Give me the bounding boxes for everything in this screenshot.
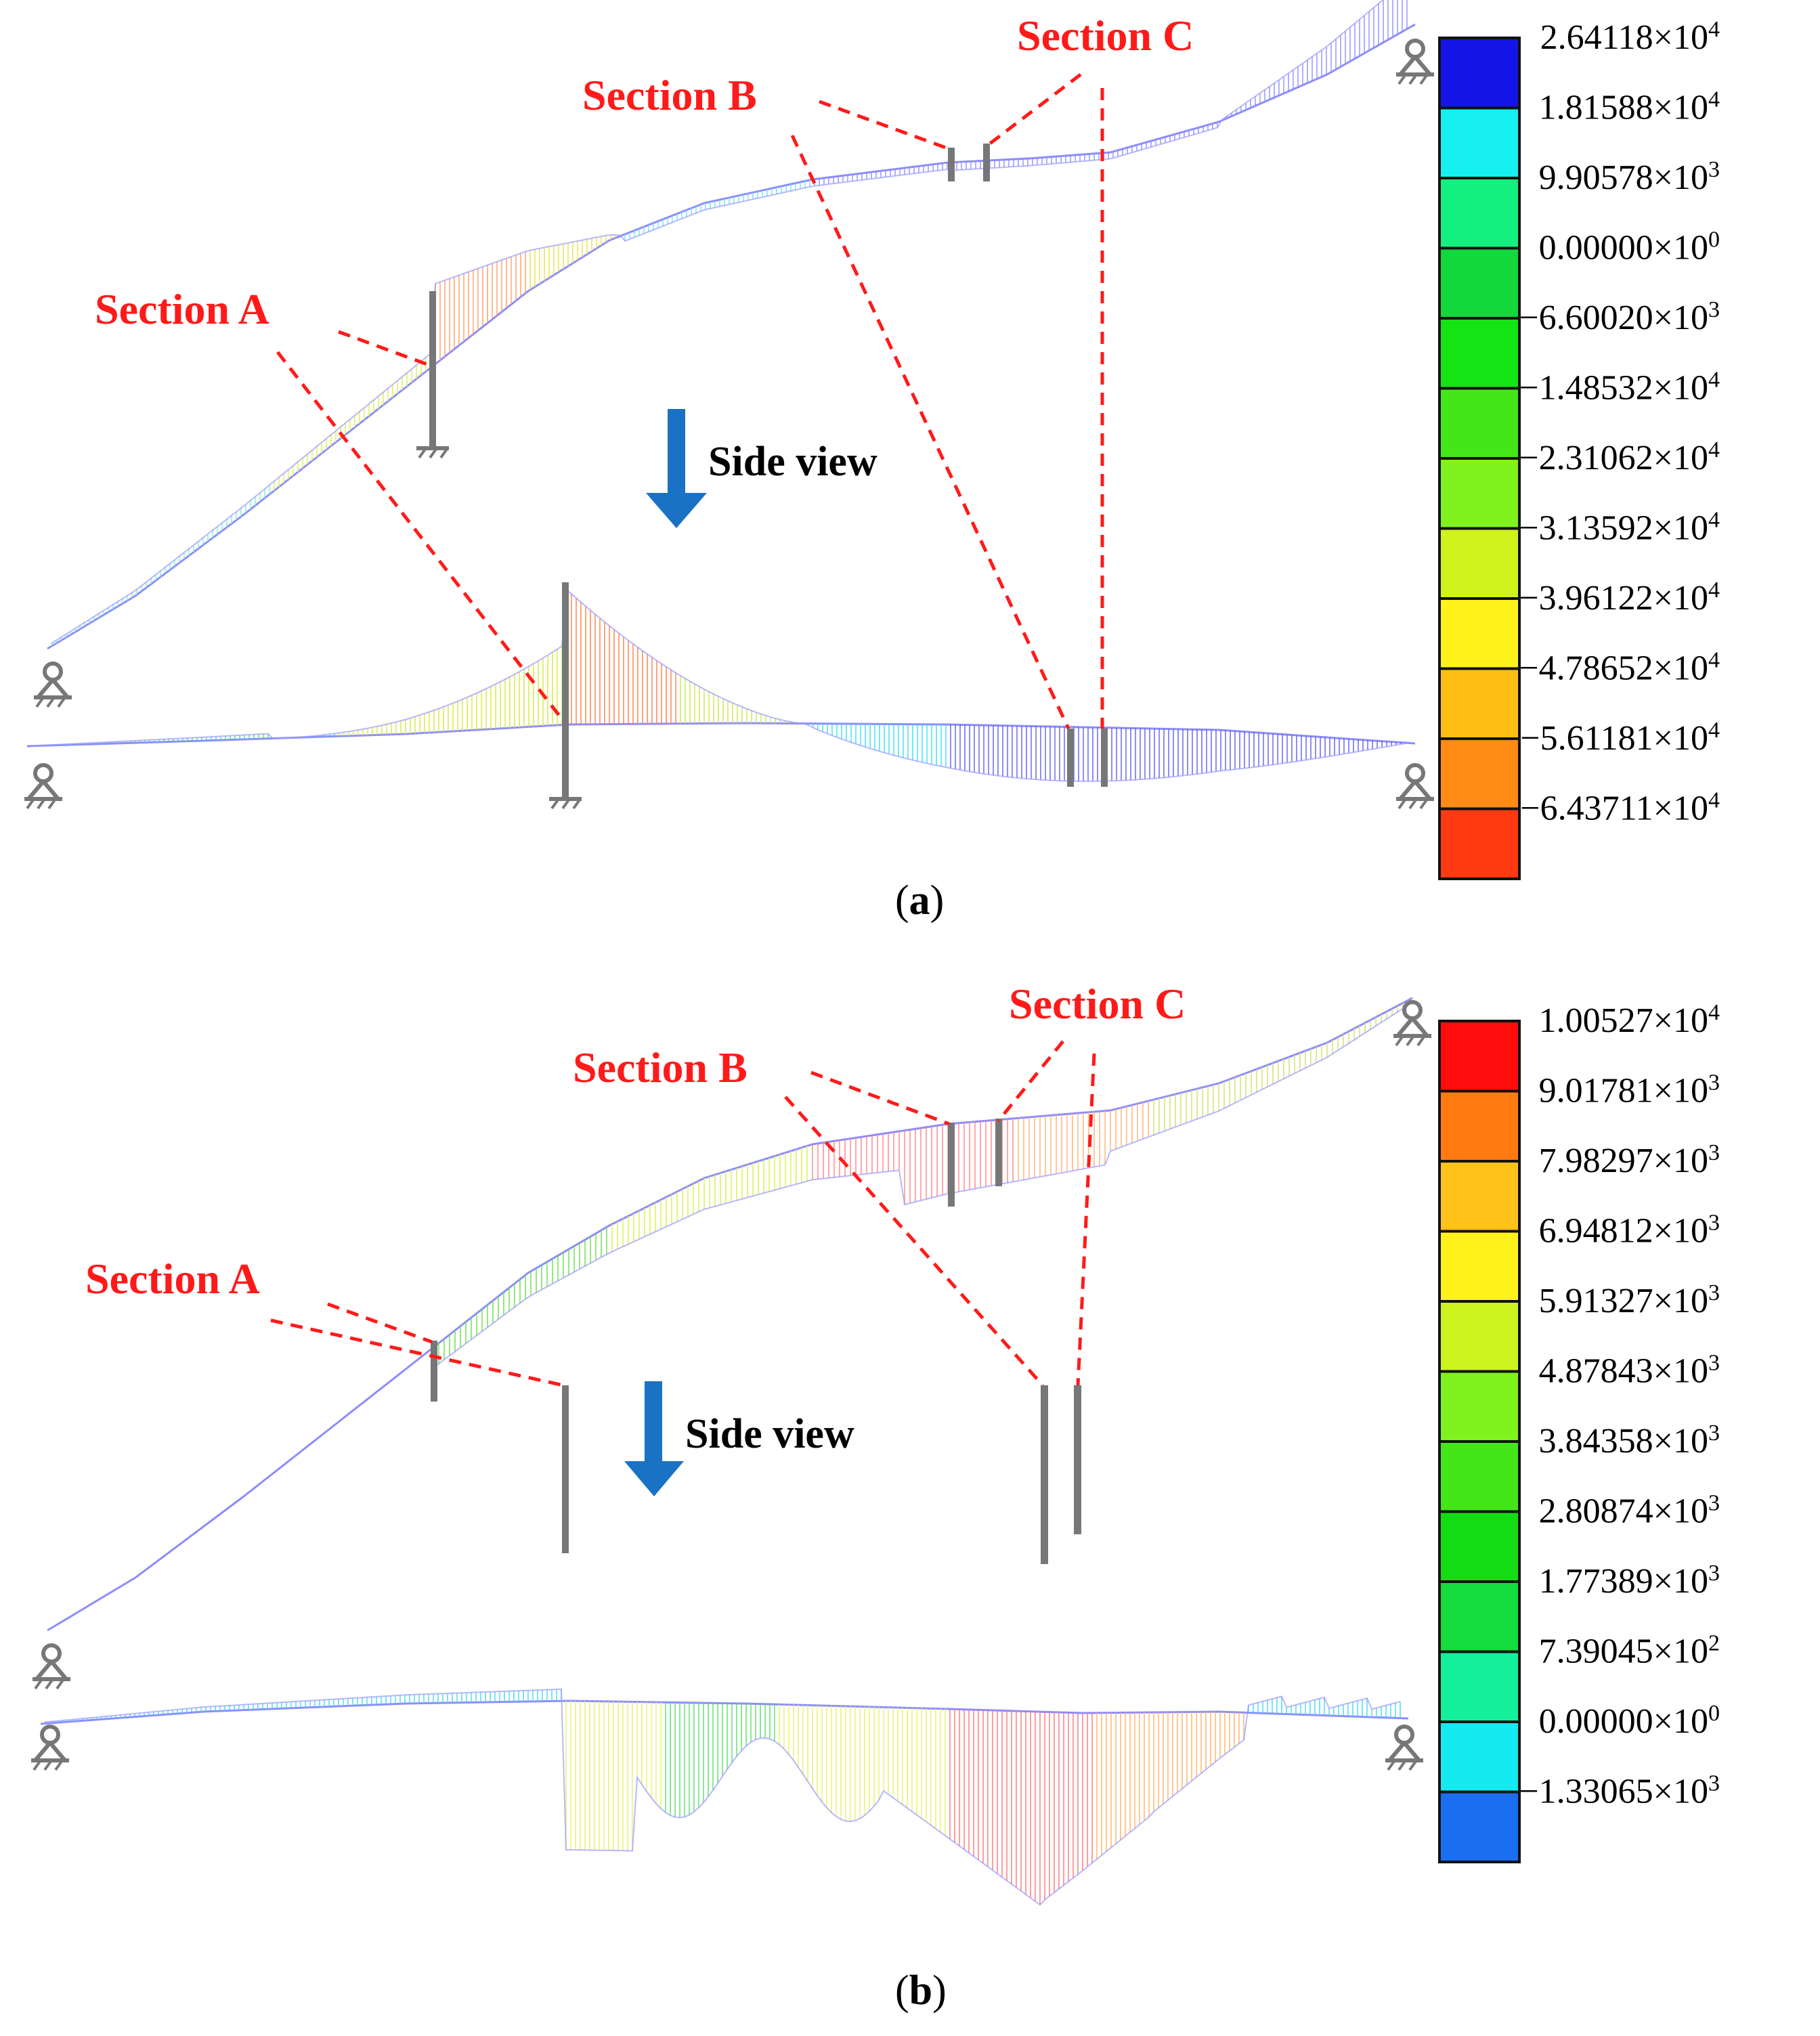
pin-support-icon: [1396, 41, 1434, 84]
label-section-b: Section B: [573, 1043, 748, 1091]
section-marker: [948, 1123, 955, 1207]
force-hatching: [433, 999, 1409, 1368]
pin-support-icon: [32, 1645, 70, 1689]
legend-swatch: [1438, 1720, 1521, 1794]
legend-label: 0.00000×100: [1539, 1701, 1720, 1741]
down-arrow-icon: [646, 409, 707, 528]
legend-swatch: [1438, 1020, 1521, 1093]
leader-lines: [276, 73, 1104, 730]
label-section-a: Section A: [95, 285, 269, 333]
fixed-support-icon: [549, 799, 582, 808]
fixed-support-icon: [416, 448, 449, 458]
legend-label: −2.31062×104: [1519, 437, 1720, 477]
panel-a: Section A Section B Section C Side view …: [24, 0, 1720, 924]
legend-swatch: [1438, 737, 1521, 810]
legend-swatch: [1438, 246, 1521, 320]
legend-swatch: [1438, 597, 1521, 670]
legend-swatch: [1438, 1440, 1521, 1513]
pier-member: [429, 291, 436, 447]
legend-label: 3.84358×103: [1539, 1421, 1720, 1460]
pin-support-icon: [1396, 765, 1434, 808]
pin-support-icon: [31, 1727, 69, 1770]
legend-swatch: [1438, 527, 1521, 600]
legend-label: 7.98297×103: [1539, 1140, 1720, 1180]
side-view-label: Side view: [685, 1411, 854, 1457]
legend-b: 1.00527×104 9.01781×103 7.98297×103 6.94812…: [1438, 1000, 1720, 1863]
pin-support-icon: [1385, 1727, 1423, 1770]
down-arrow-icon: [624, 1381, 684, 1496]
pier-member: [562, 582, 569, 798]
panel-b: Section A Section B Section C Side view …: [31, 980, 1720, 2014]
legend-label: 6.94812×103: [1539, 1211, 1720, 1251]
caption-letter-a: a: [909, 878, 930, 924]
legend-label: 1.00527×104: [1539, 1000, 1720, 1040]
label-section-c: Section C: [1017, 12, 1194, 60]
pin-support-icon: [24, 765, 62, 808]
legend-swatch: [1438, 177, 1521, 250]
legend-label: −4.78652×104: [1519, 648, 1720, 688]
legend-label: −3.96122×104: [1519, 578, 1720, 618]
caption-a: (a): [895, 878, 944, 924]
legend-swatch: [1438, 1089, 1521, 1163]
legend-swatch: [1438, 1650, 1521, 1723]
legend-label: 1.77389×103: [1539, 1561, 1720, 1601]
legend-swatch: [1438, 457, 1521, 530]
section-marker: [948, 148, 955, 181]
legend-swatch: [1438, 1790, 1521, 1863]
legend-swatch: [1438, 37, 1521, 110]
legend-label: 1.81588×104: [1539, 87, 1720, 127]
section-marker: [1074, 1385, 1081, 1534]
legend-label: −3.13592×104: [1519, 508, 1720, 548]
pier-member: [562, 1385, 569, 1553]
legend-label: −5.61181×104: [1520, 718, 1720, 758]
label-section-a: Section A: [85, 1255, 260, 1303]
legend-label: 2.64118×104: [1540, 17, 1720, 57]
pin-support-icon: [34, 664, 72, 707]
pier-member: [431, 1341, 437, 1402]
plan-view-diagram-a: [47, 0, 1416, 650]
legend-swatch: [1438, 667, 1521, 740]
legend-swatch: [1438, 1230, 1521, 1303]
legend-swatch: [1438, 807, 1521, 880]
legend-swatch: [1438, 1510, 1521, 1583]
legend-swatch: [1438, 106, 1521, 179]
legend-label: −1.48532×104: [1519, 368, 1720, 408]
side-view-label: Side view: [708, 439, 878, 485]
section-marker: [1101, 729, 1108, 787]
pin-support-icon: [1393, 1002, 1431, 1045]
label-section-c: Section C: [1009, 980, 1186, 1028]
legend-swatch: [1438, 1580, 1521, 1653]
legend-swatch: [1438, 1300, 1521, 1373]
legend-swatch: [1438, 387, 1521, 460]
legend-label: 4.87843×103: [1539, 1351, 1720, 1391]
legend-label: 7.39045×102: [1539, 1631, 1720, 1671]
legend-label: 2.80874×103: [1539, 1491, 1720, 1531]
force-hatching: [44, 1688, 1401, 1906]
legend-swatch: [1438, 317, 1521, 390]
section-marker: [995, 1119, 1002, 1186]
plan-view-diagram-b: [47, 997, 1413, 1632]
legend-label: 9.01781×103: [1539, 1070, 1720, 1110]
force-hatching: [51, 0, 1408, 647]
legend-label: 5.91327×103: [1539, 1280, 1720, 1320]
section-marker: [983, 144, 990, 181]
caption-b: (b): [895, 1968, 947, 2014]
section-marker: [1041, 1385, 1048, 1564]
side-view-diagram-a: [26, 588, 1416, 782]
side-view-diagram-b: [40, 1688, 1409, 1906]
legend-label: 0.00000×100: [1539, 228, 1720, 267]
caption-letter-b: b: [909, 1968, 932, 2014]
force-hatching: [30, 588, 1406, 782]
legend-label: −6.60020×103: [1519, 297, 1720, 337]
legend-label: −1.33065×103: [1519, 1771, 1720, 1811]
label-section-b: Section B: [582, 71, 757, 119]
section-marker: [1067, 729, 1074, 787]
leader-lines: [270, 1040, 1096, 1387]
legend-label: −6.43711×104: [1520, 788, 1720, 828]
legend-label: 9.90578×103: [1539, 157, 1720, 197]
legend-swatch: [1438, 1160, 1521, 1233]
legend-swatch: [1438, 1370, 1521, 1443]
legend-a: 2.64118×104 1.81588×104 9.90578×103 0.00000…: [1438, 17, 1720, 880]
